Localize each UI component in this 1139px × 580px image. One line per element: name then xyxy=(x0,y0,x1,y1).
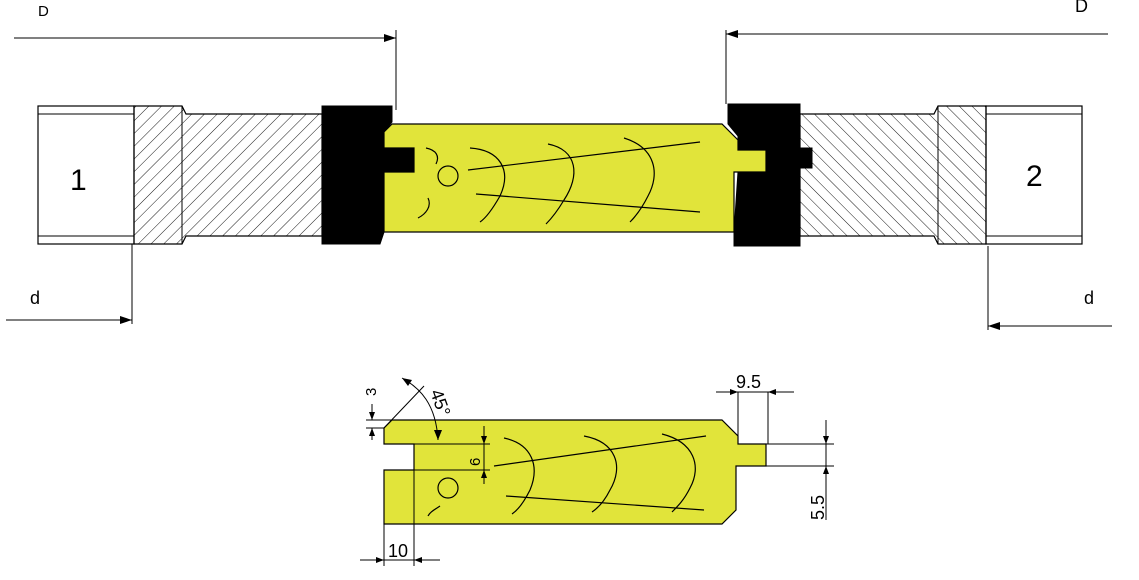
label-D-left: D xyxy=(38,3,49,20)
part-number-1: 1 xyxy=(70,164,87,197)
label-d-left: d xyxy=(30,288,40,308)
label-dim-10: 10 xyxy=(388,541,408,561)
bore-hole xyxy=(437,165,459,187)
right-sleeve-part-2 xyxy=(799,105,1083,245)
dimension-9-5: 9.5 xyxy=(716,372,794,444)
detail-bore-hole xyxy=(437,477,459,499)
dimension-10: 10 xyxy=(360,470,440,566)
dimension-D-right: D xyxy=(725,0,1108,104)
dimension-6: 6 xyxy=(414,426,490,484)
label-d-right: d xyxy=(1084,288,1094,308)
label-dim-5-5: 5.5 xyxy=(808,495,828,520)
left-sleeve-part-1 xyxy=(37,105,323,245)
cutter-body-top xyxy=(383,123,767,233)
dimension-d-left: d xyxy=(6,244,133,324)
label-dim-3: 3 xyxy=(363,388,380,396)
dimension-5-5: 5.5 xyxy=(766,420,834,520)
dimension-D-left: D xyxy=(14,3,397,110)
label-dim-6: 6 xyxy=(467,458,484,466)
cutter-body-detail xyxy=(383,419,767,525)
part-number-2: 2 xyxy=(1026,160,1043,193)
right-steel-insert xyxy=(727,103,813,247)
dimension-d-right: d xyxy=(987,246,1112,330)
label-D-right: D xyxy=(1075,0,1088,16)
label-dim-9-5: 9.5 xyxy=(736,372,761,392)
label-dim-45deg: 45° xyxy=(426,387,454,419)
dimension-3: 3 xyxy=(363,388,392,440)
